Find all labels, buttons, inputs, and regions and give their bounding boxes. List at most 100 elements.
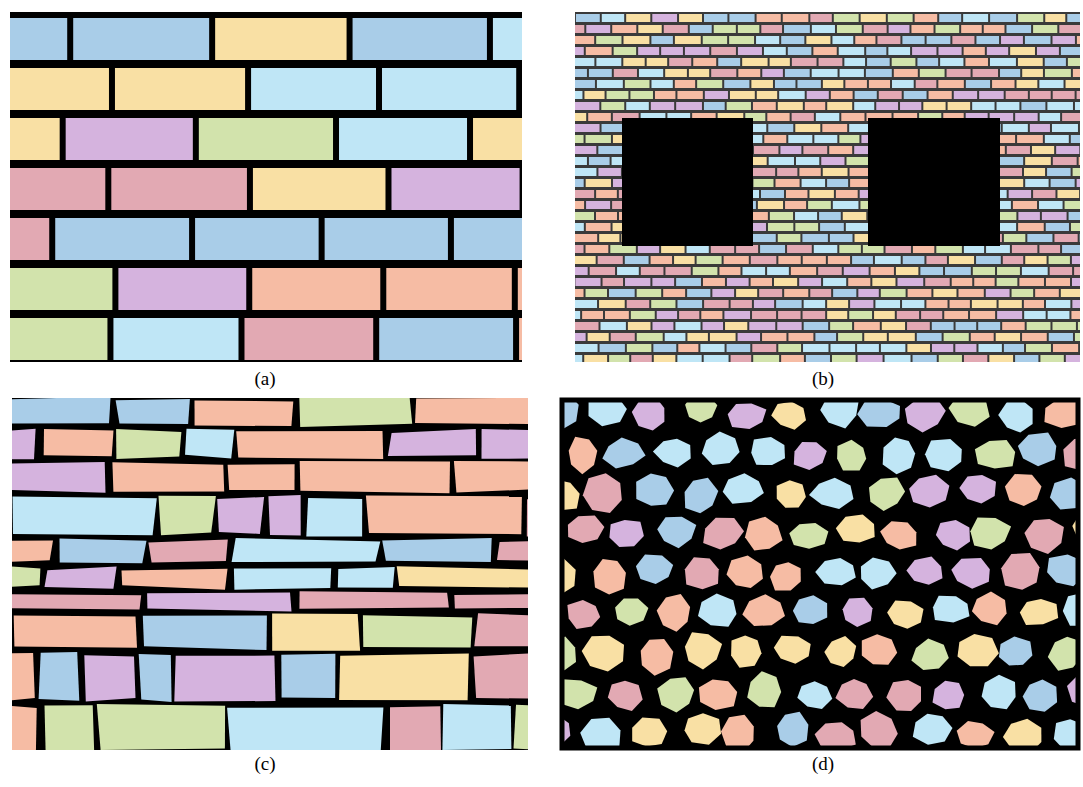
brick (1067, 14, 1080, 22)
stone (657, 677, 694, 712)
brick (1053, 157, 1077, 165)
brick (575, 179, 584, 187)
brick (1039, 80, 1063, 88)
stone (657, 517, 696, 549)
brick (832, 36, 853, 44)
brick (949, 256, 974, 264)
brick (990, 14, 1016, 22)
brick (944, 311, 968, 319)
brick (803, 146, 827, 154)
stone (636, 473, 674, 505)
brick (598, 168, 620, 176)
brick (768, 223, 793, 231)
brick (623, 58, 644, 66)
brick (655, 91, 675, 99)
brick (631, 311, 655, 319)
brick (589, 157, 610, 165)
brick (1037, 47, 1059, 55)
brick (586, 179, 611, 187)
brick (1022, 69, 1043, 77)
brick (872, 278, 895, 286)
brick (575, 190, 594, 198)
brick (855, 91, 877, 99)
brick (1054, 234, 1077, 242)
brick (630, 91, 653, 99)
brick (926, 256, 946, 264)
brick (665, 69, 687, 77)
brick (113, 318, 238, 360)
stone (227, 708, 383, 751)
stone (388, 429, 476, 456)
stone (147, 593, 291, 612)
brick (1069, 212, 1080, 220)
brick (882, 322, 905, 330)
stone (982, 675, 1016, 709)
brick (1017, 80, 1038, 88)
brick (738, 25, 759, 33)
brick (714, 25, 736, 33)
brick (1002, 322, 1024, 330)
stone (185, 429, 234, 459)
brick (1072, 278, 1080, 286)
brick (827, 300, 848, 308)
brick (1035, 289, 1059, 297)
brick (814, 135, 837, 143)
brick (753, 355, 779, 362)
brick (665, 333, 686, 341)
brick (575, 355, 582, 362)
stone (272, 614, 360, 651)
brick (802, 234, 827, 242)
window-opening (622, 118, 753, 246)
brick (861, 14, 886, 22)
brick (972, 102, 994, 110)
stone (580, 718, 620, 750)
brick (575, 245, 584, 253)
brick (913, 245, 934, 253)
brick (971, 333, 994, 341)
brick (841, 113, 864, 121)
brick (786, 190, 807, 198)
brick (1051, 179, 1075, 187)
brick (1026, 344, 1051, 352)
brick (582, 311, 603, 319)
brick (10, 18, 67, 60)
brick (966, 80, 990, 88)
brick (964, 47, 985, 55)
brick (111, 168, 247, 210)
brick (1012, 289, 1034, 297)
stone (747, 671, 781, 707)
stone (300, 461, 450, 493)
brick (584, 91, 604, 99)
stone (641, 639, 674, 676)
brick (575, 289, 584, 297)
brick (973, 69, 998, 77)
stone (12, 653, 35, 702)
brick (958, 289, 983, 297)
brick (854, 322, 880, 330)
panel-label: (d) (812, 753, 834, 775)
brick (938, 47, 961, 55)
stone (1001, 553, 1039, 590)
brick (1000, 69, 1020, 77)
brick (1010, 47, 1035, 55)
stone (14, 615, 137, 647)
brick (627, 344, 651, 352)
brick (871, 267, 894, 275)
brick (830, 344, 855, 352)
brick (724, 80, 749, 88)
stone (1050, 477, 1080, 509)
brick (689, 69, 709, 77)
brick (638, 245, 659, 253)
brick (651, 102, 674, 110)
brick (955, 344, 976, 352)
brick (1018, 58, 1043, 66)
stone (122, 569, 228, 590)
brick (1053, 344, 1078, 352)
stone (909, 475, 949, 508)
stone (602, 437, 645, 468)
brick (879, 91, 902, 99)
stone (958, 634, 999, 666)
brick (631, 355, 652, 362)
brick (652, 322, 673, 330)
brick (929, 91, 952, 99)
